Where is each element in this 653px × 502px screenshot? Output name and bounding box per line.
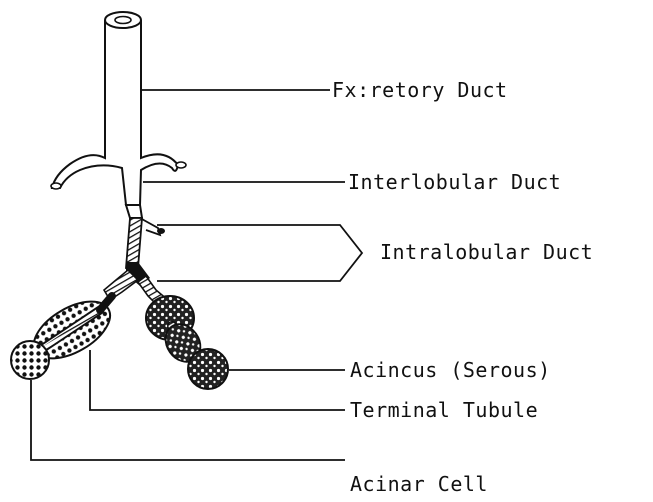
label-intralobular-duct: Intralobular Duct [380, 240, 593, 264]
leader-lines [31, 90, 362, 460]
excretory-duct-shape [52, 20, 178, 205]
leader-acinar-cell [31, 380, 345, 460]
intralobular-duct-shape [126, 218, 142, 268]
label-acinar-cell: Acinar Cell [350, 472, 488, 496]
label-terminal-tubule: Terminal Tubule [350, 398, 538, 422]
right-branch-opening [176, 162, 186, 168]
label-acinus: Acincus (Serous) [350, 358, 551, 382]
interlobular-duct-shape [126, 205, 142, 218]
terminal-tubule-group [11, 290, 119, 379]
interlobular-side-branch [140, 218, 160, 235]
label-excretory-duct: Fx:retory Duct [332, 78, 508, 102]
side-branch-tip [157, 228, 165, 234]
duct-lumen [115, 17, 131, 24]
left-branch-opening [51, 183, 61, 189]
serous-acinus [146, 296, 228, 389]
label-interlobular-duct: Interlobular Duct [348, 170, 561, 194]
leader-intralobular-duct [157, 225, 362, 281]
